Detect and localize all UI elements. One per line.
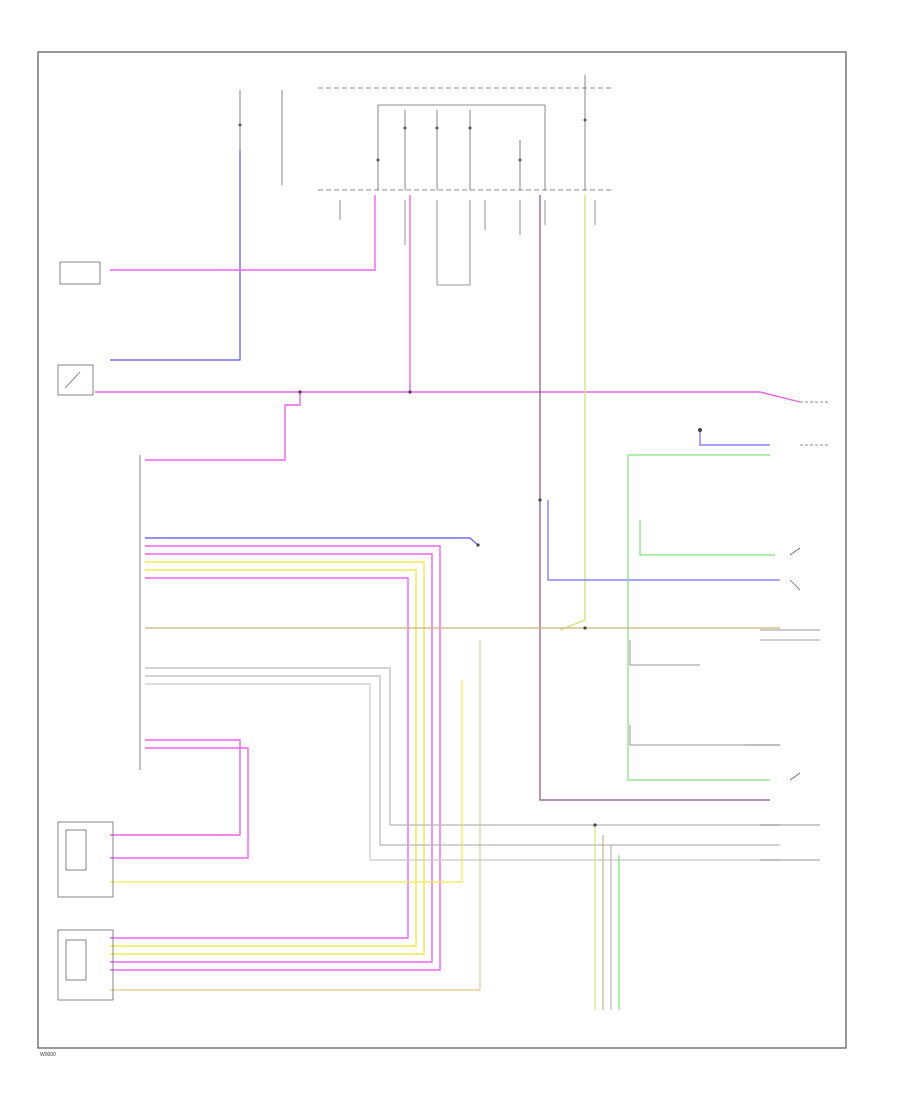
right-side-feeds: [629, 629, 820, 861]
wire-yellow-lower: [110, 680, 463, 883]
wire-violet-lower-1: [110, 739, 241, 836]
component-switch-left: [57, 364, 94, 396]
component-bottom-left-sensor: [57, 821, 114, 898]
wire-gray-3: [145, 683, 780, 861]
wire-blue-connector: [699, 430, 770, 446]
wire-gray-1: [145, 667, 780, 826]
component-left-module-top: [59, 261, 101, 285]
wire-blue-bundle: [145, 537, 479, 546]
wire-green-yellow: [559, 195, 586, 631]
wire-green-1: [627, 454, 770, 781]
wire-tan-2: [110, 640, 481, 991]
footer-code: W0000: [40, 1052, 56, 1058]
wire-violet-bundle-2: [110, 553, 433, 963]
diagram-border: [37, 51, 847, 1049]
fuse-symbols: [238, 118, 587, 162]
wire-violet-top: [110, 195, 376, 271]
wire-blue-right: [547, 500, 780, 581]
wire-violet-lower-2: [110, 747, 249, 859]
connector-pins: [339, 200, 596, 286]
wire-gray-2: [145, 675, 780, 846]
splice-dots: [298, 390, 702, 827]
wire-violet-bundle-3: [110, 577, 409, 939]
wire-yellow-bundle-2: [110, 569, 417, 947]
wire-violet-bundle-1: [110, 545, 441, 971]
power-distribution-box: [239, 75, 612, 191]
wire-yellow-bundle-1: [110, 561, 425, 955]
wire-dark-purple: [539, 195, 770, 801]
component-bottom-left-module: [57, 929, 114, 1001]
wire-violet-down: [145, 392, 301, 461]
wire-violet-main: [95, 391, 801, 403]
wire-blue-left: [110, 150, 241, 361]
wire-green-2: [639, 520, 775, 556]
switch-symbols-right: [789, 401, 830, 781]
